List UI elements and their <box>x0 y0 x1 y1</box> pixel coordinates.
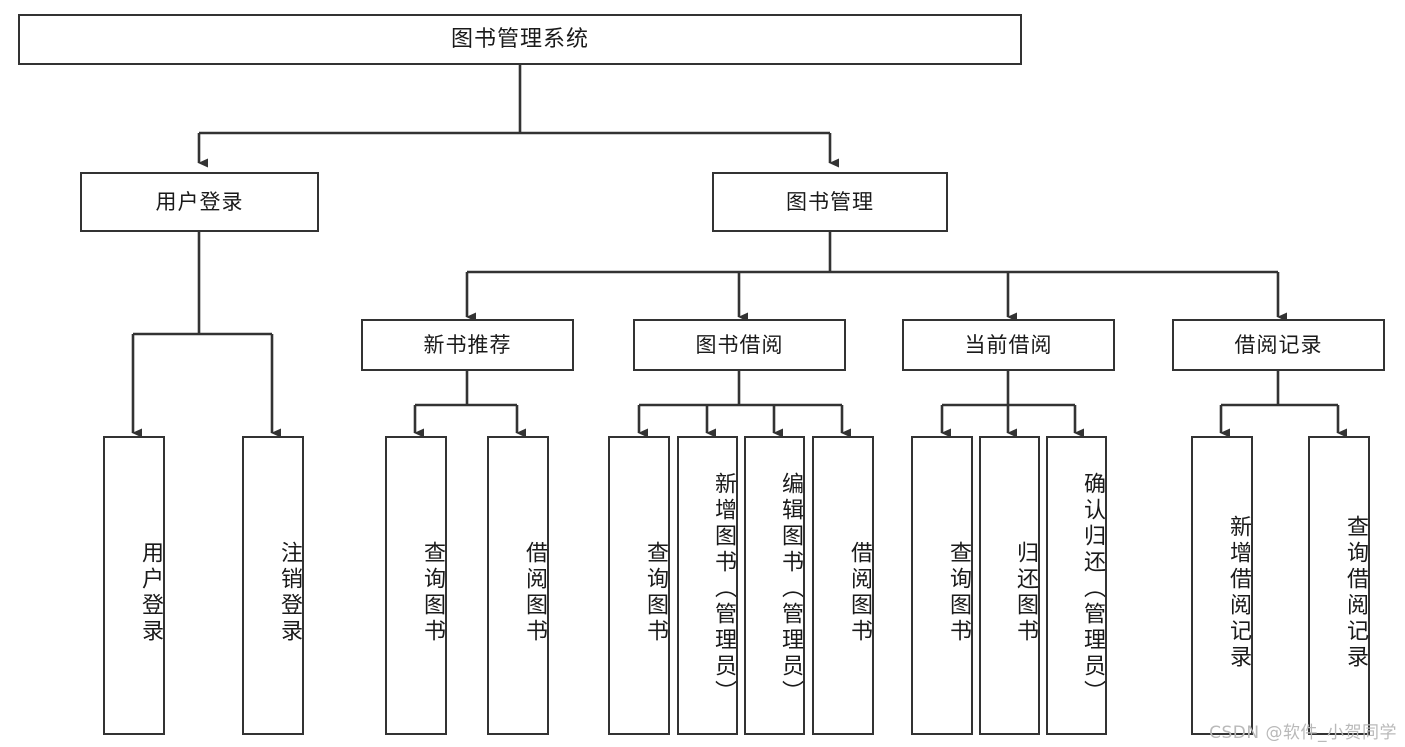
node-label: 查询图书 <box>643 540 668 645</box>
leaf-add-borrow-record[interactable]: 新增借阅记录 <box>1191 436 1253 735</box>
leaf-query-book-borrow[interactable]: 查询图书 <box>608 436 670 735</box>
node-label: 图书借阅 <box>695 332 784 357</box>
node-label: 用户登录 <box>155 189 244 214</box>
node-label: 新书推荐 <box>423 332 512 357</box>
node-label: 图书管理 <box>786 189 874 214</box>
leaf-query-book-current[interactable]: 查询图书 <box>911 436 973 735</box>
leaf-return-book[interactable]: 归还图书 <box>979 436 1040 735</box>
leaf-edit-book-admin[interactable]: 编辑图书（管理员） <box>744 436 805 735</box>
node-label: 归还图书 <box>1013 540 1038 645</box>
node-label: 确认归还（管理员） <box>1080 471 1105 706</box>
node-label: 借阅记录 <box>1234 332 1323 357</box>
node-label: 查询图书 <box>946 540 971 645</box>
node-label: 编辑图书（管理员） <box>778 471 803 706</box>
node-book-borrow[interactable]: 图书借阅 <box>633 319 846 371</box>
node-label: 用户登录 <box>138 540 163 645</box>
node-current-borrow[interactable]: 当前借阅 <box>902 319 1115 371</box>
node-borrow-record[interactable]: 借阅记录 <box>1172 319 1385 371</box>
leaf-borrow-book[interactable]: 借阅图书 <box>812 436 874 735</box>
node-user-login[interactable]: 用户登录 <box>80 172 319 232</box>
leaf-logout-login[interactable]: 注销登录 <box>242 436 304 735</box>
node-label: 注销登录 <box>277 540 302 645</box>
leaf-user-login[interactable]: 用户登录 <box>103 436 165 735</box>
leaf-confirm-return-admin[interactable]: 确认归还（管理员） <box>1046 436 1107 735</box>
node-label: 当前借阅 <box>964 332 1053 357</box>
leaf-query-book-recommend[interactable]: 查询图书 <box>385 436 447 735</box>
leaf-query-borrow-record[interactable]: 查询借阅记录 <box>1308 436 1370 735</box>
csdn-watermark: CSDN @软件_小贺同学 <box>1209 723 1397 743</box>
node-root-book-management-system[interactable]: 图书管理系统 <box>18 14 1022 65</box>
leaf-borrow-book-recommend[interactable]: 借阅图书 <box>487 436 549 735</box>
node-label: 新增图书（管理员） <box>711 471 736 706</box>
node-label: 新增借阅记录 <box>1226 514 1251 671</box>
leaf-add-book-admin[interactable]: 新增图书（管理员） <box>677 436 738 735</box>
node-label: 借阅图书 <box>847 540 872 645</box>
node-label: 图书管理系统 <box>450 26 589 52</box>
node-label: 查询借阅记录 <box>1343 514 1368 671</box>
node-label: 借阅图书 <box>522 540 547 645</box>
node-book-management[interactable]: 图书管理 <box>712 172 948 232</box>
node-label: 查询图书 <box>420 540 445 645</box>
node-new-book-recommend[interactable]: 新书推荐 <box>361 319 574 371</box>
